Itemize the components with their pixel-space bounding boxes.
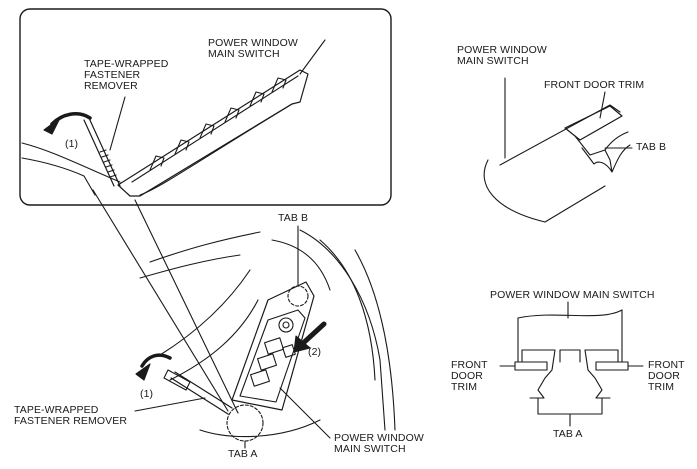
- inset-switch-label: POWER WINDOW MAIN SWITCH: [208, 37, 298, 60]
- detailb-trim-leader: [599, 91, 606, 119]
- detailb-trim-label: FRONT DOOR TRIM: [544, 79, 645, 91]
- detaila-trim-right: [595, 361, 629, 371]
- door-curve-7: [319, 239, 376, 381]
- detaila-switch-top: [517, 309, 623, 319]
- detailb-switch-curve: [483, 159, 546, 223]
- mirror-knob-inner: [282, 321, 290, 329]
- detailb-tab: [574, 135, 613, 173]
- main-step1-label: (1): [140, 388, 154, 400]
- detaila-trim-left-label: FRONT DOOR TRIM: [451, 359, 488, 393]
- inset-remover-tool: [83, 117, 121, 187]
- inset-remover-tape: [99, 149, 117, 178]
- inset-door-panel: [21, 142, 121, 183]
- detailb-switch-label: POWER WINDOW MAIN SWITCH: [457, 44, 547, 67]
- main-remover-leader: [134, 397, 206, 412]
- detaila-trim-left: [514, 361, 548, 371]
- inset-step-label: (1): [65, 138, 79, 150]
- inset-frame: [19, 8, 392, 206]
- switch-button-3: [249, 369, 271, 387]
- main-remover-label: TAPE-WRAPPED FASTENER REMOVER: [14, 404, 128, 427]
- door-curve-5: [199, 419, 321, 438]
- detail-tab-b-view: [483, 77, 633, 223]
- mirror-knob: [278, 317, 294, 333]
- main-remover-tool: [170, 371, 233, 415]
- switch-button-1: [263, 337, 285, 355]
- zoom-line-right: [134, 199, 239, 414]
- door-curve-9: [271, 239, 331, 291]
- zoom-line-left: [92, 189, 229, 412]
- switch-button-2: [256, 353, 278, 371]
- detaila-bracket: [537, 397, 603, 415]
- switch-button-4: [282, 344, 296, 358]
- inset-switch-leader: [299, 39, 326, 75]
- inset-switch-top: [131, 75, 299, 183]
- inset-door-panel-edge: [21, 157, 96, 196]
- inset-remover-leader: [109, 96, 126, 151]
- main-switch-leader: [279, 387, 331, 439]
- detaila-tab-right: [584, 349, 619, 399]
- detaila-tab-label: TAB A: [553, 428, 583, 440]
- main-remover-handle: [163, 369, 191, 391]
- inset-remover-label: TAPE-WRAPPED FASTENER REMOVER: [84, 58, 169, 92]
- door-curve-8: [354, 249, 396, 431]
- main-arrow-2-head: [293, 335, 311, 353]
- inset-arrow-1-head: [43, 117, 61, 135]
- main-arrow-1-head: [135, 363, 151, 381]
- detaila-tab-left: [521, 349, 556, 399]
- detailb-switch-lower: [544, 185, 606, 223]
- tab-b-label: TAB B: [278, 212, 309, 224]
- main-switch-label: POWER WINDOW MAIN SWITCH: [334, 432, 424, 455]
- inset-switch-body: [117, 69, 309, 197]
- inset-switch-buttons: [149, 77, 287, 171]
- inset-switch-lower: [139, 103, 293, 196]
- detaila-trim-right-label: FRONT DOOR TRIM: [648, 359, 685, 393]
- armrest-panel: [231, 281, 315, 411]
- tab-a-label: TAB A: [228, 448, 258, 460]
- detailb-switch-edge: [499, 104, 621, 166]
- detail-tab-a-view: [499, 301, 644, 427]
- main-step2-label: (2): [308, 346, 322, 358]
- door-curve-1: [149, 231, 261, 263]
- tab-a-circle: [226, 404, 264, 442]
- main-door-view: [134, 225, 396, 449]
- detailb-tab-label: TAB B: [636, 141, 667, 153]
- detaila-switch-label: POWER WINDOW MAIN SWITCH: [490, 289, 655, 301]
- door-curve-2: [139, 254, 241, 279]
- main-switch-panel: [239, 309, 306, 403]
- inset-view: [19, 8, 392, 414]
- detailb-trim-curve: [604, 131, 629, 151]
- door-curve-3: [159, 269, 251, 356]
- detaila-clip-center: [559, 349, 581, 363]
- detailb-trim: [564, 105, 623, 141]
- door-curve-4: [169, 299, 259, 381]
- detailb-trim-end: [611, 144, 631, 173]
- main-arrow-1: [140, 353, 172, 368]
